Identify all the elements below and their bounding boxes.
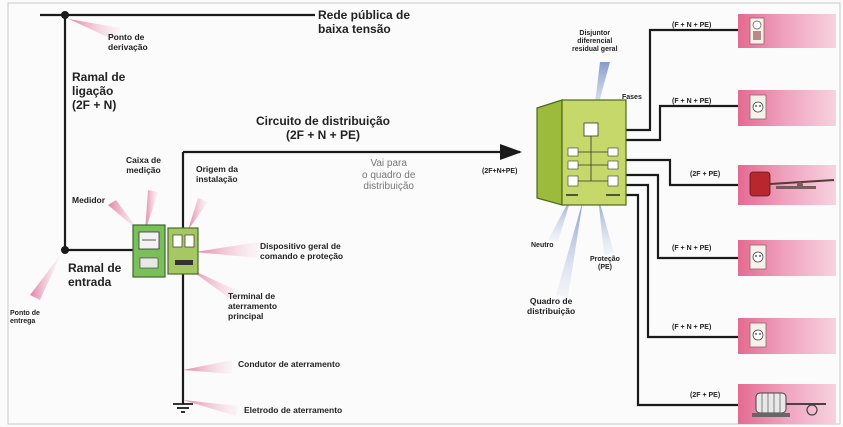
- branch-1: [625, 28, 738, 132]
- meter-box: [132, 224, 166, 278]
- dr-breaker-icon: [583, 122, 599, 137]
- circuit-label-2: (F + N + PE): [672, 98, 712, 105]
- frame-border: [7, 2, 841, 425]
- service-entrance-label: Ramal de entrada: [68, 261, 122, 289]
- load-devices: [738, 14, 836, 424]
- distribution-arrow-icon: [500, 144, 522, 160]
- meter-label: Medidor: [72, 195, 106, 205]
- public-network-label: Rede pública de baixa tensão: [318, 8, 411, 36]
- derivation-point-label: Ponto de derivação: [108, 32, 148, 52]
- circuit-label-4: (F + N + PE): [672, 245, 712, 252]
- branch-4: [625, 173, 738, 260]
- circuit-label-1: (F + N + PE): [672, 22, 712, 29]
- meter-box-label: Caixa de medição: [126, 155, 161, 175]
- lamp-icon: [752, 20, 762, 30]
- ground-electrode-icon: [173, 403, 193, 413]
- main-ground-terminal-label: Terminal de aterramento principal: [228, 291, 278, 321]
- meter-icon: [138, 231, 160, 250]
- phases-label: Fases: [622, 94, 642, 101]
- outlet-icon: [752, 101, 764, 113]
- wiring: [40, 13, 738, 407]
- outlet-icon: [752, 251, 764, 263]
- outlet-device-2: [738, 240, 836, 276]
- neutral-label: Neutro: [531, 242, 554, 249]
- breaker-icon: [172, 234, 183, 248]
- delivery-point-node: [61, 246, 69, 254]
- circuit-label-5: (F + N + PE): [672, 324, 712, 331]
- outlet-icon: [752, 329, 764, 341]
- pump-icon: [749, 171, 771, 197]
- distribution-panel: [536, 99, 627, 206]
- circuit-label-3: (2F + PE): [690, 171, 721, 178]
- ground-electrode-label: Eletrodo de aterramento: [244, 405, 343, 415]
- branch-3: [625, 158, 738, 187]
- general-protection-box: [167, 227, 199, 275]
- protection-label: Proteção (PE): [590, 256, 620, 272]
- goes-to-panel-label: Vai para o quadro de distribuição: [362, 158, 416, 192]
- derivation-point-node: [61, 11, 69, 19]
- general-device-label: Dispositivo geral de comando e proteção: [260, 241, 344, 261]
- installation-origin-label: Origem da instalação: [196, 164, 239, 184]
- branch-5: [625, 183, 738, 339]
- motor-device: [738, 384, 836, 424]
- ground-conductor-label: Condutor de aterramento: [238, 359, 341, 369]
- delivery-point-label: Ponto de entrega: [10, 310, 40, 326]
- branch-2: [625, 104, 738, 142]
- service-drop-label: Ramal de ligação (2F + N): [72, 70, 126, 112]
- motor-icon: [755, 392, 787, 414]
- panel-door: [536, 99, 563, 206]
- distribution-panel-label: Quadro de distribuição: [527, 296, 576, 316]
- pointer-rays: [30, 19, 258, 416]
- circuit-label-6: (2F + PE): [690, 392, 721, 399]
- outlet-device-1: [738, 90, 836, 126]
- branch-6: [625, 193, 738, 407]
- outlet-device-3: [738, 318, 836, 354]
- panel-input-label: (2F+N+PE): [482, 168, 518, 175]
- dr-breaker-label: Disjuntor diferencial residual geral: [572, 30, 618, 54]
- lamp-device: [738, 14, 836, 48]
- distribution-circuit-label: Circuito de distribuição (2F + N + PE): [256, 114, 391, 142]
- pump-device: [738, 165, 836, 205]
